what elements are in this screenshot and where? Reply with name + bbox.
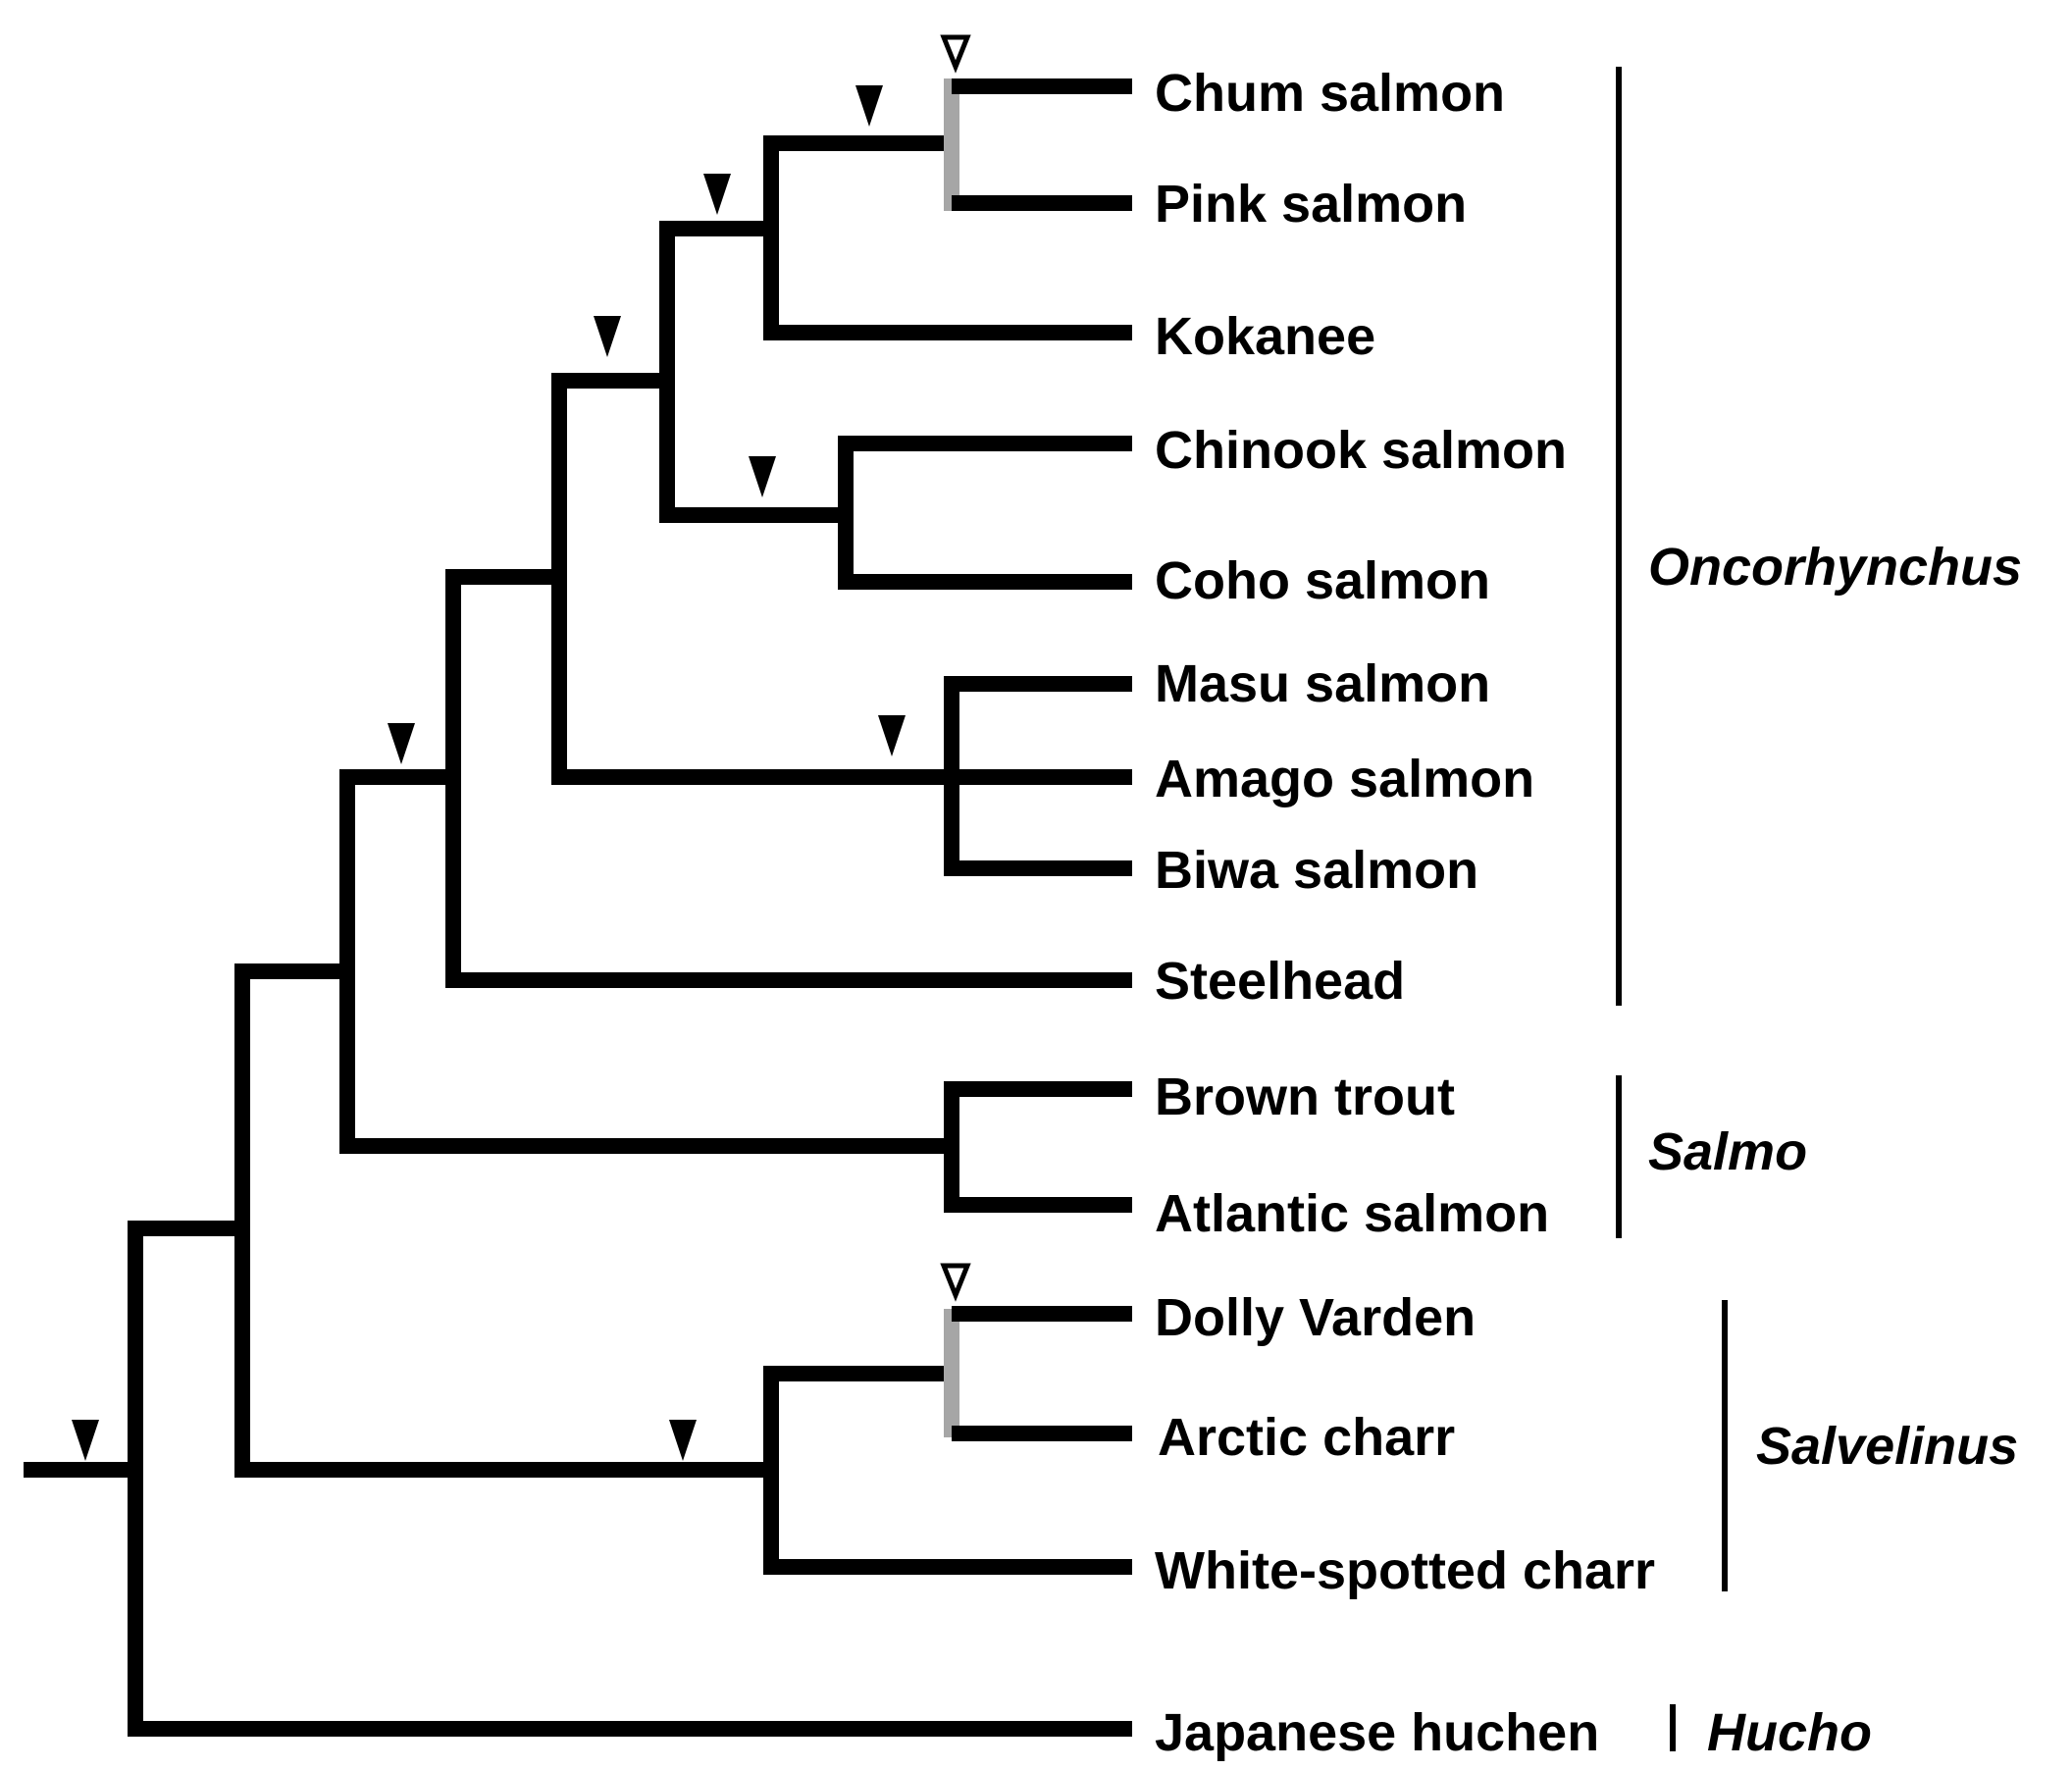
filled-triangle-icon [388, 723, 415, 764]
genus-labels: Oncorhynchus Salmo Salvelinus Hucho [1648, 538, 2022, 1762]
taxon-label: Biwa salmon [1155, 841, 1478, 900]
taxon-label: Amago salmon [1155, 750, 1534, 808]
taxon-label: Steelhead [1155, 952, 1405, 1011]
taxon-label: Chinook salmon [1155, 421, 1567, 480]
taxon-labels: Chum salmon Pink salmon Kokanee Chinook … [1155, 64, 1655, 1762]
filled-triangle-icon [878, 715, 906, 756]
taxon-label: Brown trout [1155, 1067, 1455, 1126]
taxon-label: Chum salmon [1155, 64, 1505, 123]
genus-label-salvelinus: Salvelinus [1756, 1417, 2018, 1476]
node-markers [72, 34, 971, 1461]
taxon-label: Japanese huchen [1155, 1703, 1599, 1762]
open-triangle-icon [940, 1263, 971, 1302]
filled-triangle-icon [669, 1420, 697, 1461]
taxon-label: Atlantic salmon [1155, 1184, 1549, 1243]
filled-triangle-icon [855, 85, 883, 127]
genus-brackets [1616, 67, 1728, 1751]
genus-label-oncorhynchus: Oncorhynchus [1648, 538, 2022, 597]
taxon-label: Dolly Varden [1155, 1288, 1476, 1347]
filled-triangle-icon [594, 316, 621, 357]
taxon-label: Masu salmon [1155, 654, 1490, 713]
tree-branches [24, 78, 1132, 1737]
taxon-label: Coho salmon [1155, 551, 1490, 610]
genus-label-salmo: Salmo [1648, 1122, 1807, 1181]
filled-triangle-icon [72, 1420, 99, 1461]
taxon-label: Arctic charr [1158, 1408, 1455, 1467]
taxon-label: White-spotted charr [1155, 1541, 1655, 1600]
filled-triangle-icon [703, 174, 731, 215]
open-triangle-icon [940, 34, 971, 74]
taxon-label: Kokanee [1155, 307, 1375, 366]
genus-label-hucho: Hucho [1707, 1703, 1872, 1762]
taxon-label: Pink salmon [1155, 175, 1467, 234]
filled-triangle-icon [749, 456, 776, 497]
